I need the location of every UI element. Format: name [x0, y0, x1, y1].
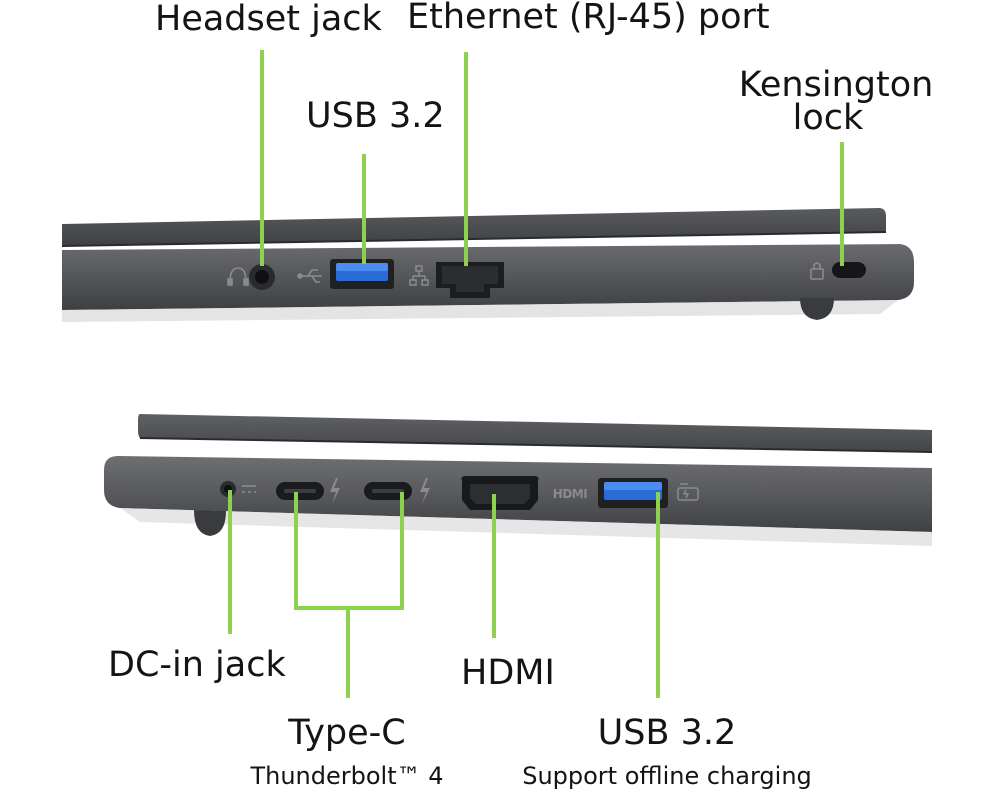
laptop-lid-bottom [138, 414, 932, 452]
kensington-lock-label-line1: Kensington [738, 65, 934, 105]
kensington-lock-label-line2: lock [792, 98, 864, 138]
kensington-lock-slot [832, 262, 866, 278]
thunderbolt-icon-2 [420, 478, 430, 504]
type-c-label: Type-C [288, 713, 406, 753]
type-c-sublabel: Thunderbolt™ 4 [250, 762, 444, 790]
usb-top-label: USB 3.2 [306, 96, 445, 136]
dc-power-icon [242, 485, 256, 493]
laptop-lid-top [62, 208, 886, 246]
laptop-right-side: HDMI [104, 414, 933, 546]
usb-bottom-sublabel: Support offline charging [522, 762, 812, 790]
callout-lines [228, 50, 844, 698]
network-icon [409, 265, 429, 286]
rubber-foot-bottom [194, 510, 226, 536]
usb-icon [297, 269, 322, 283]
rubber-foot [800, 298, 834, 320]
thunderbolt-icon [330, 478, 340, 504]
headset-jack-label: Headset jack [155, 0, 382, 39]
hdmi-logo: HDMI [553, 487, 587, 501]
laptop-left-side [61, 208, 914, 322]
charging-usb-icon [677, 483, 699, 501]
hdmi-label: HDMI [461, 653, 555, 693]
headset-icon [227, 267, 249, 286]
dc-in-jack-label: DC-in jack [108, 645, 286, 685]
lock-icon [810, 262, 824, 280]
ethernet-port-label: Ethernet (RJ-45) port [407, 0, 770, 37]
usb-bottom-label: USB 3.2 [597, 713, 737, 753]
